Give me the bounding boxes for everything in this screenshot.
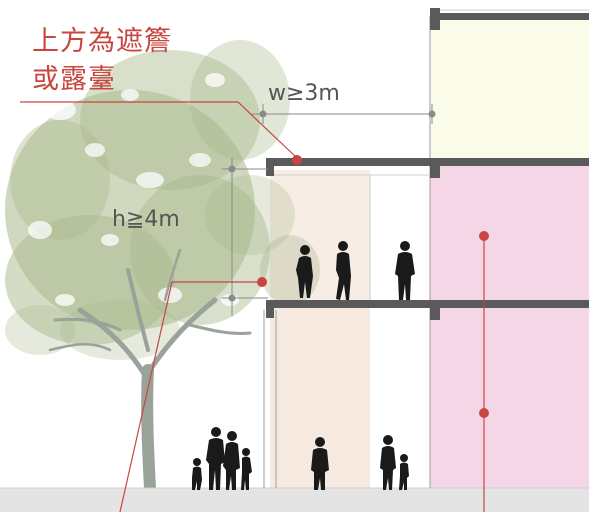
person-icon: [399, 454, 409, 490]
marker-building-lower-icon: [479, 408, 489, 418]
building-interior-upper: [430, 16, 589, 162]
person-icon: [380, 435, 396, 490]
person-icon: [192, 458, 202, 490]
canopy-edge: [266, 158, 274, 176]
slab-second-floor: [266, 300, 589, 308]
person-icon: [223, 431, 240, 490]
annotation-line-1: 上方為遮簷: [32, 26, 172, 57]
column-top-floor: [430, 300, 440, 320]
person-icon: [311, 437, 329, 490]
marker-arcade-icon: [257, 277, 267, 287]
column-top-canopy: [430, 158, 440, 178]
tree-trunk: [48, 248, 252, 494]
tree-icon: [5, 40, 320, 494]
leader-lines: [20, 101, 485, 512]
slab-roof: [432, 13, 589, 20]
column-top-roof: [430, 8, 440, 30]
dimension-lines: [222, 104, 436, 316]
annotation-leader: [20, 101, 298, 159]
marker-canopy-icon: [292, 155, 302, 165]
tree-foliage: [5, 40, 320, 360]
person-icon: [296, 245, 313, 298]
person-icon: [336, 241, 351, 300]
marker-building-upper-icon: [479, 231, 489, 241]
tree-leaf-holes: [28, 73, 239, 306]
ground-strip: [0, 488, 589, 512]
floor-edge: [266, 300, 274, 318]
person-icon: [241, 448, 252, 490]
height-dimension-label: h≧4m: [112, 207, 180, 232]
people: [192, 241, 415, 490]
markers: [257, 155, 489, 418]
person-icon: [395, 241, 415, 300]
slab-canopy: [266, 158, 589, 166]
person-icon: [206, 427, 225, 490]
arcade-leader: [119, 281, 262, 512]
floor-slabs: [266, 8, 589, 320]
building-interior-pink: [430, 162, 589, 488]
annotation-line-2: 或露臺: [32, 64, 116, 95]
structure-thin-lines: [263, 9, 589, 488]
width-dimension-label: w≥3m: [268, 81, 340, 106]
